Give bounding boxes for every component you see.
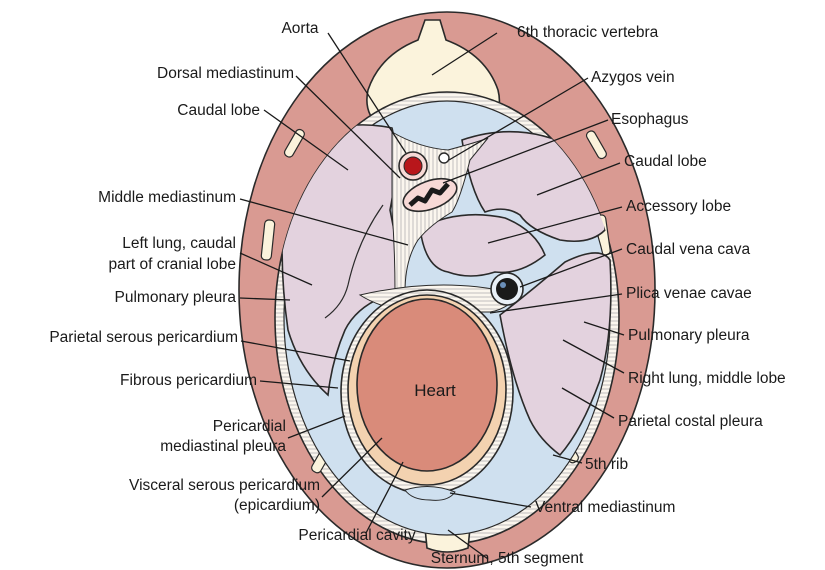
aorta-lumen — [403, 156, 423, 176]
accessory-lobe — [419, 213, 546, 277]
label-pulmonary-pleura-left: Pulmonary pleura — [115, 289, 237, 306]
label-right-lung-middle-lobe: Right lung, middle lobe — [628, 370, 786, 387]
label-left-lung-line2: part of cranial lobe — [108, 256, 236, 273]
label-plica-venae-cavae: Plica venae cavae — [626, 285, 752, 302]
esophagus-lumen — [408, 182, 450, 207]
label-fifth-rib: 5th rib — [585, 456, 628, 473]
right-middle-lobe — [499, 252, 612, 457]
label-azygos-vein: Azygos vein — [591, 69, 675, 86]
azygos-vein-vessel — [438, 152, 450, 164]
label-pulmonary-pleura-right: Pulmonary pleura — [628, 327, 750, 344]
caudal-vena-cava-lumen — [496, 278, 518, 300]
label-left-lung-line1: Left lung, caudal — [122, 235, 236, 252]
rib-upper-right — [585, 130, 607, 160]
label-caudal-vena-cava: Caudal vena cava — [626, 241, 750, 258]
ventral-mediastinum-region — [404, 486, 456, 501]
label-parietal-serous-pericardium: Parietal serous pericardium — [49, 329, 238, 346]
label-middle-mediastinum: Middle mediastinum — [98, 189, 236, 206]
label-parietal-costal-pleura: Parietal costal pleura — [618, 413, 763, 430]
label-dorsal-mediastinum: Dorsal mediastinum — [157, 65, 294, 82]
label-caudal-lobe-right: Caudal lobe — [624, 153, 707, 170]
label-visceral-line1: Visceral serous pericardium — [129, 477, 320, 494]
label-fibrous-pericardium: Fibrous pericardium — [120, 372, 257, 389]
rib-upper-left — [283, 128, 305, 158]
label-caudal-lobe-left: Caudal lobe — [177, 102, 260, 119]
rib-5-left — [260, 219, 276, 261]
label-visceral-line2: (epicardium) — [234, 497, 320, 514]
label-sternum: Sternum, 5th segment — [431, 550, 584, 567]
label-pericardial-cavity: Pericardial cavity — [298, 527, 415, 544]
left-lung-fissure — [324, 204, 384, 319]
label-aorta: Aorta — [281, 20, 318, 37]
heart-label: Heart — [414, 381, 456, 400]
label-pericardial-pleura-line2: mediastinal pleura — [160, 438, 286, 455]
label-pericardial-pleura-line1: Pericardial — [213, 418, 286, 435]
label-esophagus: Esophagus — [611, 111, 689, 128]
label-accessory-lobe: Accessory lobe — [626, 198, 731, 215]
caudal-vena-cava-highlight — [500, 282, 506, 288]
heart-shape — [356, 298, 498, 472]
leader-lines — [239, 32, 625, 560]
label-ventral-mediastinum: Ventral mediastinum — [535, 499, 675, 516]
labels: Aorta 6th thoracic vertebra Dorsal media… — [49, 20, 785, 567]
label-thoracic-vertebra: 6th thoracic vertebra — [517, 24, 659, 41]
